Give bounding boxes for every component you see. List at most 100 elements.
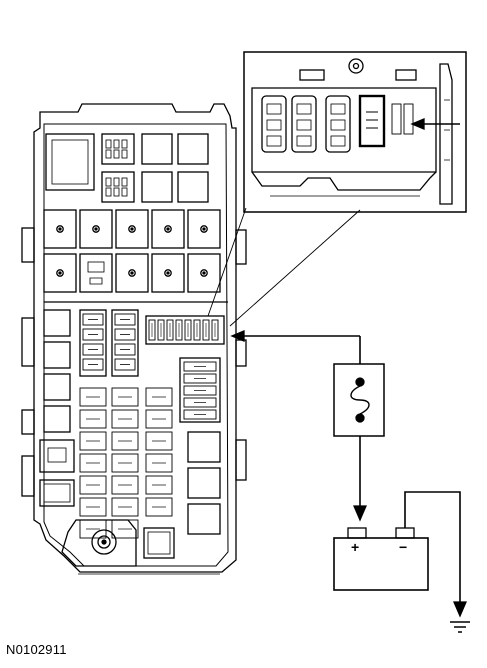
jcase-fuse: [183, 397, 217, 408]
inset-test-fuse-element: [366, 111, 378, 129]
side-clip: [235, 229, 247, 265]
side-clip: [21, 455, 35, 497]
battery-stud: [91, 529, 117, 555]
small-fuse-slot: [111, 475, 139, 495]
inset-blade-fuse: [291, 95, 317, 153]
maxi-fuse: [82, 313, 104, 326]
relay-pin: [164, 269, 172, 277]
relay: [141, 171, 173, 203]
inset-small-fuse: [391, 103, 402, 135]
relay-grid: [43, 209, 221, 293]
small-fuse-slot: [79, 497, 107, 517]
stud-cover: [143, 527, 175, 559]
battery-stud-nut: [97, 535, 111, 549]
maxi-fuse: [82, 343, 104, 356]
mini-fuse: [175, 319, 183, 341]
relay-pin-center: [130, 271, 134, 275]
fuse-symbol-element: [350, 385, 370, 415]
relay: [151, 209, 185, 249]
leader-line: [229, 209, 361, 327]
fuse-symbol-terminal: [355, 377, 365, 387]
inset-blade-fuse: [261, 95, 287, 153]
mini-fuse: [157, 319, 165, 341]
inset-fuse-window: [266, 119, 282, 131]
inset-fuse-window: [330, 103, 346, 115]
relay: [43, 405, 71, 433]
relay: [177, 133, 209, 165]
relay-pin: [56, 269, 64, 277]
ground-symbol-icon: [450, 621, 470, 633]
inset-fuse-window: [330, 135, 346, 147]
relay-pin-center: [202, 227, 206, 231]
small-fuse-slot: [111, 387, 139, 407]
relay: [151, 253, 185, 293]
small-fuse-slot: [79, 431, 107, 451]
maxi-fuse: [114, 328, 136, 341]
battery-negative-terminal: [395, 527, 415, 539]
battery-positive-sign: +: [351, 539, 359, 555]
small-fuse-slot: [79, 409, 107, 429]
relay-pin: [200, 269, 208, 277]
relay-inner: [43, 483, 71, 503]
mini-fuse-strip: [145, 315, 225, 345]
fuse-box: [21, 103, 247, 575]
relay: [39, 479, 75, 507]
ground-wire: [404, 491, 461, 604]
maxi-fuse: [114, 358, 136, 371]
inset-fuse-window: [296, 135, 312, 147]
jcase-fuse: [183, 373, 217, 384]
mini-fuse: [148, 319, 156, 341]
maxi-fuse: [82, 358, 104, 371]
relay: [187, 431, 221, 463]
mini-relay: [101, 133, 135, 165]
relay-pin: [128, 225, 136, 233]
maxi-fuse-block: [79, 309, 139, 377]
relay-pin-center: [58, 227, 62, 231]
relay-pin-center: [58, 271, 62, 275]
mini-fuse: [166, 319, 174, 341]
diode-socket-inner: [47, 447, 67, 463]
jcase-fuse: [183, 385, 217, 396]
small-fuse-slot: [145, 453, 173, 473]
large-relay: [45, 133, 95, 191]
relay-pin-center: [202, 271, 206, 275]
relay: [187, 467, 221, 499]
mini-fuse: [211, 319, 219, 341]
large-relay-inner: [51, 139, 89, 185]
relay: [43, 373, 71, 401]
detail-inset: [243, 51, 467, 213]
relay: [43, 209, 77, 249]
inset-fuse-window: [266, 103, 282, 115]
relay: [43, 309, 71, 337]
small-fuse-slot: [145, 497, 173, 517]
side-clip: [235, 439, 247, 481]
inset-fuse-window: [296, 119, 312, 131]
relay-pin-center: [166, 271, 170, 275]
inset-right-wall-detail: [444, 99, 450, 161]
relay-pin: [200, 225, 208, 233]
fuse-box-housing: [33, 103, 237, 573]
inset-blade-fuse: [325, 95, 351, 153]
jcase-fuses: [183, 361, 217, 420]
battery-symbol-icon: [333, 537, 429, 591]
relay: [43, 253, 77, 293]
relay: [115, 253, 149, 293]
figure-reference-id: N0102911: [6, 642, 67, 657]
stud-cover-inner: [147, 531, 171, 555]
diode-pack-detail: [89, 277, 103, 285]
small-fuse-slot: [145, 409, 173, 429]
diode-pack: [87, 261, 105, 273]
small-fuse-slot: [111, 409, 139, 429]
jcase-fuse-block: [179, 357, 221, 423]
mini-fuses: [148, 319, 219, 341]
mini-fuse: [184, 319, 192, 341]
side-clip: [21, 317, 35, 367]
jcase-fuse: [183, 409, 217, 420]
inset-mount-hole: [348, 58, 364, 74]
test-circuit: + −: [230, 330, 470, 633]
battery-negative-sign: −: [399, 539, 407, 555]
relay: [187, 503, 221, 535]
small-fuse-slot: [79, 387, 107, 407]
inset-frame: [243, 51, 467, 213]
